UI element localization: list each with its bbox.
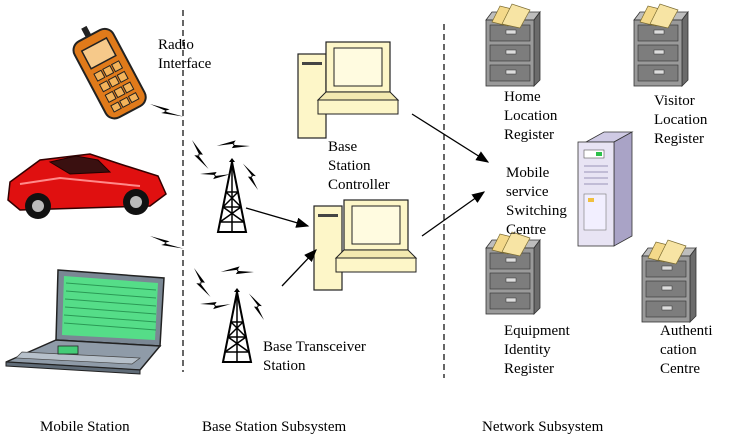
lightning-icon	[150, 104, 272, 320]
computer-icon	[295, 0, 399, 139]
tower-icon	[217, 157, 247, 233]
filing-cabinet-icon	[485, 231, 541, 315]
arrow-bts2-bsc	[281, 249, 317, 287]
radio-interface-label: Radio Interface	[158, 37, 212, 72]
section-base-station-subsystem: Base Station Subsystem	[202, 419, 347, 435]
vlr-label: Visitor Location Register	[654, 93, 708, 147]
arrow-bts1-bsc	[245, 207, 310, 228]
arrow-bsc1-msc	[411, 113, 490, 163]
server-icon	[577, 131, 634, 247]
filing-cabinet-icon	[485, 3, 541, 87]
hlr-label: Home Location Register	[504, 89, 558, 143]
tower-icon	[222, 287, 252, 363]
phone-icon	[72, 25, 147, 120]
filing-cabinet-icon	[641, 239, 697, 323]
eir-label: Equipment Identity Register	[504, 323, 570, 377]
auc-label: Authenti cation Centre	[660, 323, 713, 377]
arrow-bsc2-msc	[421, 191, 486, 237]
filing-cabinet-icon	[633, 3, 689, 87]
laptop-icon	[5, 269, 165, 375]
section-mobile-station: Mobile Station	[40, 419, 130, 435]
section-network-subsystem: Network Subsystem	[482, 419, 604, 435]
msc-label: Mobile service Switching Centre	[506, 165, 567, 238]
bts-label: Base Transceiver Station	[263, 339, 366, 374]
bsc-label: Base Station Controller	[328, 139, 390, 193]
computer-icon	[313, 147, 417, 291]
car-icon	[7, 153, 167, 219]
